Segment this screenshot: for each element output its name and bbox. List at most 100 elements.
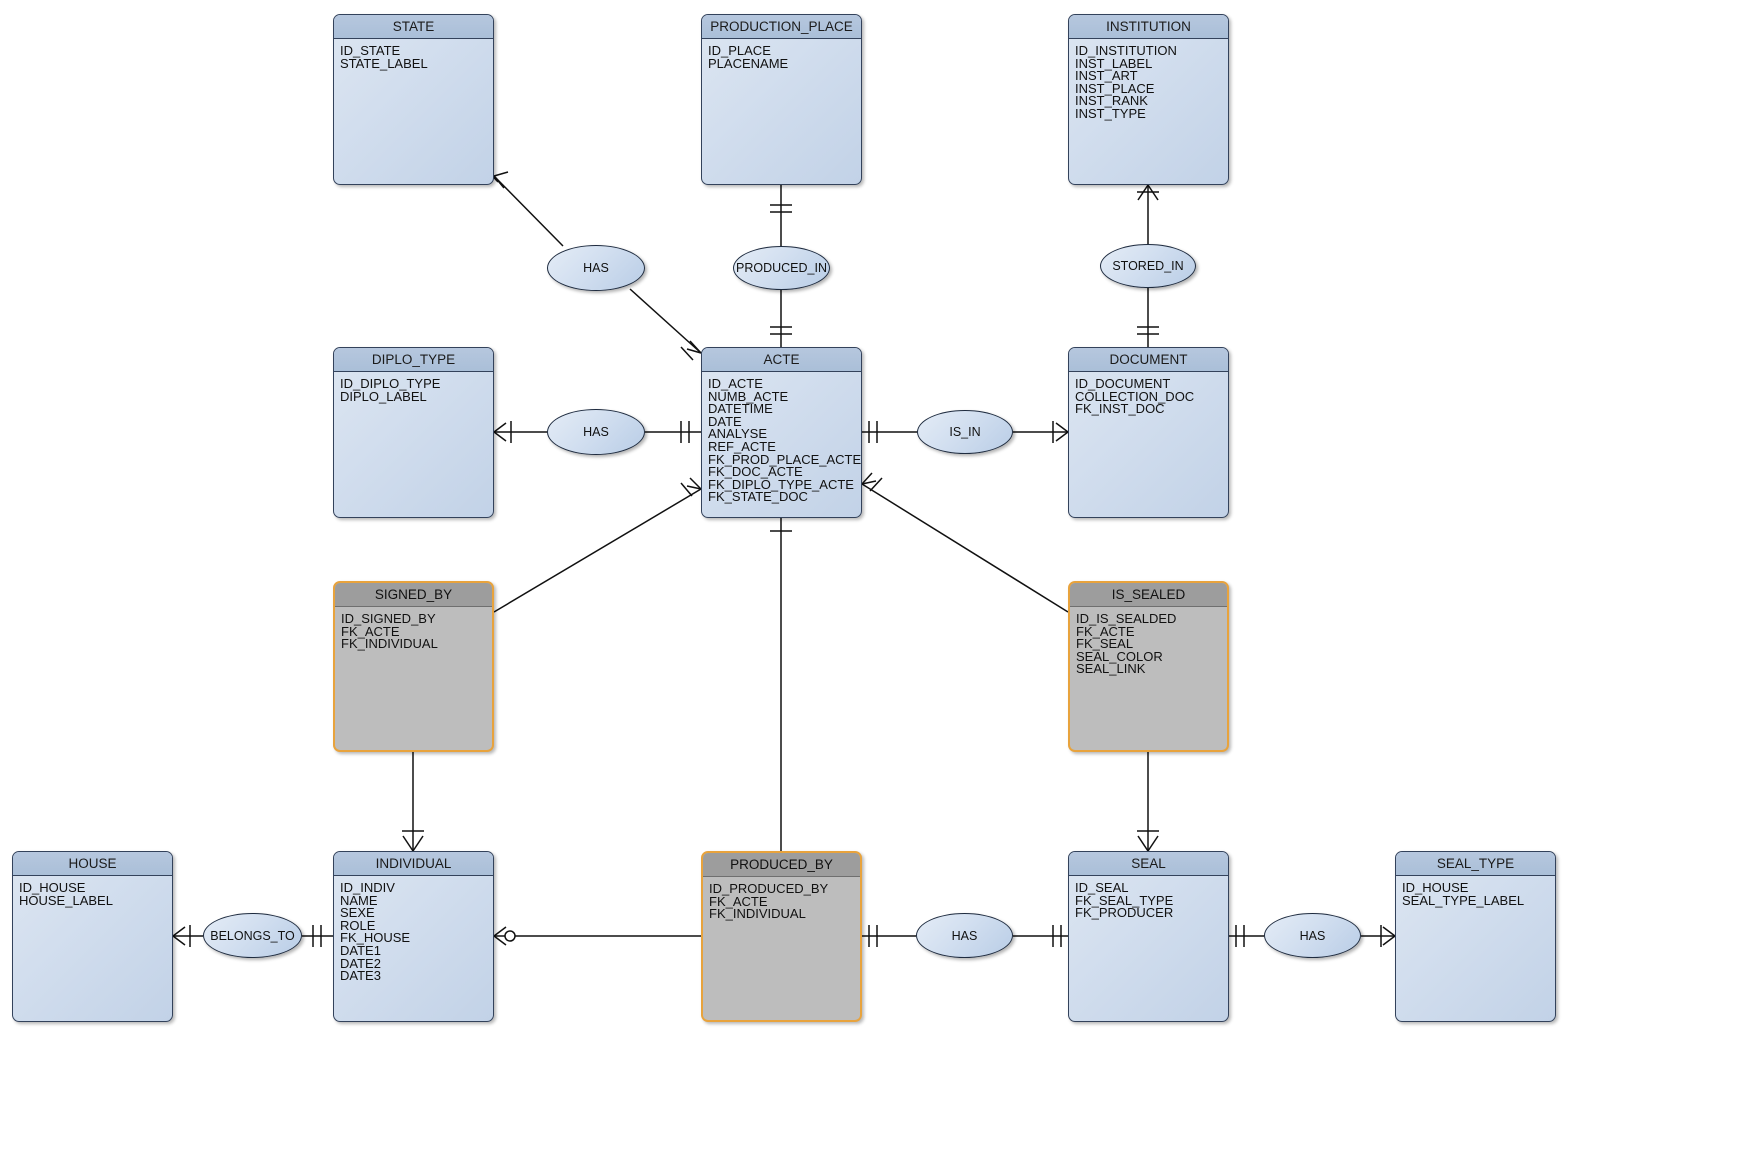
attribute-row: COLLECTION_DOC — [1075, 388, 1195, 404]
attribute-row: DATETIME — [708, 401, 773, 417]
attribute-row: FK_SEAL_TYPE — [1075, 892, 1174, 908]
connector-has-seal — [1013, 925, 1068, 947]
attribute-row: ID_DOCUMENT — [1075, 376, 1171, 391]
attribute-row: SEXE — [340, 905, 375, 921]
attribute-row: FK_PRODUCER — [1075, 905, 1174, 921]
connector-has-acte-diplo — [645, 421, 701, 443]
entity-title-production_place: PRODUCTION_PLACE — [702, 15, 861, 39]
attribute-row: FK_ACTE — [341, 623, 400, 639]
relationship-is_in[interactable]: IS_IN — [917, 410, 1013, 454]
entity-title-state: STATE — [334, 15, 493, 39]
connector-institution-stored-in — [1137, 184, 1159, 244]
attribute-row: ID_HOUSE — [1402, 880, 1469, 895]
attribute-row: ID_ACTE — [708, 376, 763, 391]
attribute-row: SEAL_TYPE_LABEL — [1402, 892, 1525, 908]
attribute-row: DATE — [708, 413, 742, 429]
entity-title-diplo_type: DIPLO_TYPE — [334, 348, 493, 372]
connector-stored-in-document — [1137, 288, 1159, 347]
attribute-row: DATE1 — [340, 942, 381, 958]
connector-is-sealed-seal — [1137, 752, 1159, 852]
attribute-row: ROLE — [340, 917, 376, 933]
attribute-row: FK_PROD_PLACE_ACTE — [708, 451, 862, 467]
relationship-label: HAS — [951, 928, 978, 943]
attribute-row: DATE3 — [340, 968, 381, 984]
attribute-row: NAME — [340, 892, 378, 908]
relationship-stored_in[interactable]: STORED_IN — [1100, 244, 1196, 288]
attribute-row: FK_STATE_DOC — [708, 489, 808, 505]
attribute-row: FK_INST_DOC — [1075, 401, 1165, 417]
relationship-belongs_to[interactable]: BELONGS_TO — [203, 913, 302, 958]
relationship-label: STORED_IN — [1112, 259, 1184, 273]
attribute-row: INST_TYPE — [1075, 105, 1146, 121]
attribute-row: ID_STATE — [340, 43, 401, 58]
relationship-label: HAS — [583, 425, 609, 439]
attribute-row: SEAL_LINK — [1076, 661, 1146, 677]
connector-acte-is-sealed — [861, 472, 1069, 613]
entity-title-acte: ACTE — [702, 348, 861, 372]
relationship-produced_in[interactable]: PRODUCED_IN — [733, 246, 830, 290]
entity-title-signed_by: SIGNED_BY — [335, 583, 492, 607]
entity-title-house: HOUSE — [13, 852, 172, 876]
attribute-row: FK_DOC_ACTE — [708, 464, 803, 480]
attribute-row: DATE2 — [340, 955, 381, 971]
connector-has-seal-type — [1361, 925, 1396, 947]
entity-title-document: DOCUMENT — [1069, 348, 1228, 372]
connector-state-has — [485, 168, 564, 247]
connector-is-in-document — [1013, 421, 1069, 443]
attribute-row: ID_HOUSE — [19, 880, 86, 895]
relationship-label: HAS — [583, 261, 609, 275]
relationship-label: HAS — [1299, 928, 1326, 943]
attribute-row: ANALYSE — [708, 426, 768, 442]
attribute-row: INST_ART — [1075, 68, 1138, 84]
connector-house-belongs-to — [172, 925, 203, 947]
attribute-row: ID_SIGNED_BY — [341, 611, 436, 626]
connector-has-acte-state — [629, 288, 702, 361]
relationship-has_produced_by_seal[interactable]: HAS — [916, 913, 1013, 958]
attribute-row: DIPLO_LABEL — [340, 388, 427, 404]
connector-acte-produced-by — [770, 518, 792, 851]
connector-signed-by-individual — [402, 752, 424, 852]
relationship-label: BELONGS_TO — [210, 928, 295, 943]
attribute-row: ID_IS_SEALDED — [1076, 611, 1177, 626]
attribute-row: ID_PLACE — [708, 43, 771, 58]
connector-production-place-produced-in — [770, 185, 792, 246]
attribute-row: FK_INDIVIDUAL — [709, 906, 806, 922]
attribute-row: FK_INDIVIDUAL — [341, 636, 438, 652]
connector-seal-has-seal-type — [1229, 925, 1264, 947]
relationship-has_diplo[interactable]: HAS — [547, 409, 645, 455]
attribute-row: HOUSE_LABEL — [19, 892, 113, 908]
attribute-row: ID_INSTITUTION — [1075, 43, 1177, 58]
connector-produced-by-has — [862, 925, 916, 947]
entity-title-seal: SEAL — [1069, 852, 1228, 876]
attribute-row: ID_SEAL — [1075, 880, 1129, 895]
attribute-row: ID_INDIV — [340, 880, 395, 895]
connector-acte-is-in — [862, 421, 917, 443]
relationship-label: IS_IN — [949, 425, 981, 439]
entity-title-individual: INDIVIDUAL — [334, 852, 493, 876]
relationship-has_seal_type[interactable]: HAS — [1264, 913, 1361, 958]
relationship-has_state[interactable]: HAS — [547, 245, 645, 291]
